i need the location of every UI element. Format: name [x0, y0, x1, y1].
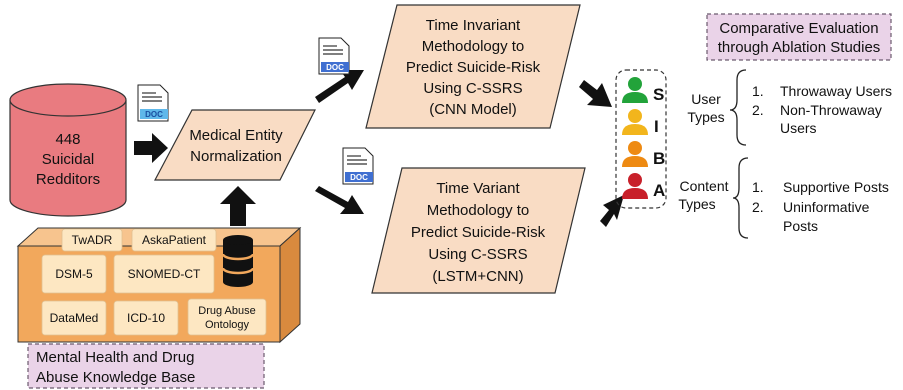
risk-level-attempt: A [622, 173, 665, 200]
time-variant-box: Time Variant Methodology to Predict Suic… [371, 167, 586, 294]
doc-label-top: DOC [326, 63, 344, 72]
content-types-label-line2: Types [678, 196, 715, 212]
svg-text:ICD-10: ICD-10 [127, 311, 165, 325]
content-types-group: Content Types 1. Supportive Posts 2. Uni… [678, 157, 889, 239]
knowledge-base-label: Mental Health and Drug Abuse Knowledge B… [27, 343, 265, 389]
normalization-line1: Medical Entity [189, 127, 283, 144]
content-types-brace [732, 157, 749, 239]
comparative-evaluation-box: Comparative Evaluation through Ablation … [706, 13, 892, 61]
risk-letter-i: I [654, 117, 659, 136]
source-snomed-ct: SNOMED-CT [113, 254, 215, 294]
arrow-from-knowledge-base [220, 186, 256, 226]
time-invariant-line5: (CNN Model) [429, 101, 517, 118]
arrow-to-time-variant [315, 186, 364, 214]
source-icd-10: ICD-10 [113, 300, 179, 336]
svg-text:DSM-5: DSM-5 [55, 267, 93, 281]
source-dsm-5: DSM-5 [41, 254, 107, 294]
content-type-1-text: Supportive Posts [783, 179, 889, 195]
risk-level-suicidal: S [622, 77, 664, 104]
knowledge-base-line1: Mental Health and Drug [36, 349, 194, 366]
user-types-brace [729, 69, 747, 146]
svg-text:TwADR: TwADR [72, 233, 113, 247]
svg-text:Ontology: Ontology [205, 319, 250, 331]
source-datamed: DataMed [41, 300, 107, 336]
time-variant-line4: Using C-SSRS [428, 246, 527, 263]
user-types-group: User Types 1. Throwaway Users 2. Non-Thr… [687, 69, 892, 146]
user-types-label-line1: User [691, 91, 721, 107]
time-invariant-box: Time Invariant Methodology to Predict Su… [365, 4, 581, 129]
time-variant-line1: Time Variant [436, 180, 520, 197]
time-variant-line2: Methodology to [427, 202, 530, 219]
time-invariant-line2: Methodology to [422, 38, 525, 55]
user-type-2-line1: Non-Throwaway [780, 102, 882, 118]
content-type-2-line1: Uninformative [783, 199, 870, 215]
risk-level-behavior: B [622, 141, 665, 168]
time-invariant-line1: Time Invariant [426, 17, 521, 34]
time-invariant-line3: Predict Suicide-Risk [406, 59, 541, 76]
knowledge-base-line2: Abuse Knowledge Base [36, 369, 195, 386]
document-icon-top: DOC [318, 37, 350, 75]
user-type-1-text: Throwaway Users [780, 83, 892, 99]
cylinder-line1: 448 [55, 131, 80, 148]
evaluation-title-line1: Comparative Evaluation [719, 20, 878, 37]
doc-label-bottom: DOC [350, 173, 368, 182]
svg-text:SNOMED-CT: SNOMED-CT [128, 267, 201, 281]
database-icon [221, 235, 255, 287]
arrow-to-normalization [134, 133, 168, 163]
knowledge-base-box: TwADR AskaPatient DSM-5 SNOMED-CT DataMe… [16, 226, 302, 344]
time-variant-line3: Predict Suicide-Risk [411, 224, 546, 241]
document-icon: DOC [137, 84, 169, 122]
user-type-2-line2: Users [780, 120, 817, 136]
arrow-to-time-invariant [315, 70, 364, 103]
risk-levels-panel: S I B A [615, 69, 667, 209]
user-types-label-line2: Types [687, 109, 724, 125]
time-invariant-line4: Using C-SSRS [423, 80, 522, 97]
svg-text:Drug Abuse: Drug Abuse [198, 305, 255, 317]
suicidal-redditors-cylinder: 448 Suicidal Redditors [9, 83, 127, 217]
risk-letter-s: S [653, 85, 664, 104]
svg-text:AskaPatient: AskaPatient [142, 233, 207, 247]
content-types-label-line1: Content [679, 178, 728, 194]
content-type-1-num: 1. [752, 179, 764, 195]
arrow-variant-to-levels [600, 195, 624, 227]
cylinder-line2: Suicidal [42, 151, 95, 168]
source-drug-abuse-ontology: Drug Abuse Ontology [187, 298, 267, 336]
arrow-invariant-to-levels [579, 80, 612, 107]
medical-entity-normalization-box: Medical Entity Normalization [154, 109, 316, 181]
cylinder-line3: Redditors [36, 171, 100, 188]
time-variant-line5: (LSTM+CNN) [432, 268, 523, 285]
user-type-1-num: 1. [752, 83, 764, 99]
normalization-line2: Normalization [190, 148, 282, 165]
content-type-2-line2: Posts [783, 218, 818, 234]
source-twadr: TwADR [61, 228, 123, 252]
risk-letter-a: A [653, 181, 665, 200]
risk-letter-b: B [653, 149, 665, 168]
risk-level-ideation: I [622, 109, 659, 136]
source-askapatient: AskaPatient [131, 228, 217, 252]
document-icon-bottom: DOC [342, 147, 374, 185]
user-type-2-num: 2. [752, 102, 764, 118]
content-type-2-num: 2. [752, 199, 764, 215]
svg-text:DataMed: DataMed [50, 311, 99, 325]
doc-label: DOC [145, 110, 163, 119]
evaluation-title-line2: through Ablation Studies [718, 39, 881, 56]
